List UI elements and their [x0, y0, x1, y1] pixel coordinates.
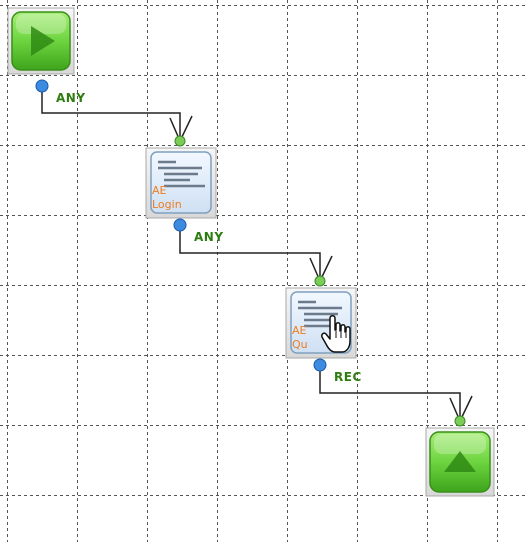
ae-task-icon: [158, 160, 205, 188]
stop-triangle-icon: [444, 451, 476, 472]
task-node-login[interactable]: AE Login: [145, 147, 217, 219]
node-label-line2: Login: [152, 198, 182, 211]
input-port[interactable]: [454, 415, 466, 427]
connection-query-end[interactable]: REC: [313, 358, 473, 427]
node-label-line1: AE: [292, 324, 307, 337]
output-port[interactable]: [173, 218, 187, 232]
end-node[interactable]: [425, 427, 495, 497]
node-label-line1: AE: [152, 184, 167, 197]
output-port[interactable]: [35, 79, 49, 93]
start-node[interactable]: [7, 7, 75, 75]
connection-label: REC: [334, 370, 362, 384]
output-port[interactable]: [313, 358, 327, 372]
node-label-line2: Qu: [292, 338, 308, 351]
play-icon: [31, 26, 55, 56]
hand-pointer-icon: [321, 315, 351, 353]
connection-start-login[interactable]: ANY: [35, 79, 193, 147]
connection-label: ANY: [56, 91, 86, 105]
input-port[interactable]: [174, 135, 186, 147]
connection-label: ANY: [194, 230, 224, 244]
connection-login-query[interactable]: ANY: [173, 218, 333, 287]
input-port[interactable]: [314, 275, 326, 287]
